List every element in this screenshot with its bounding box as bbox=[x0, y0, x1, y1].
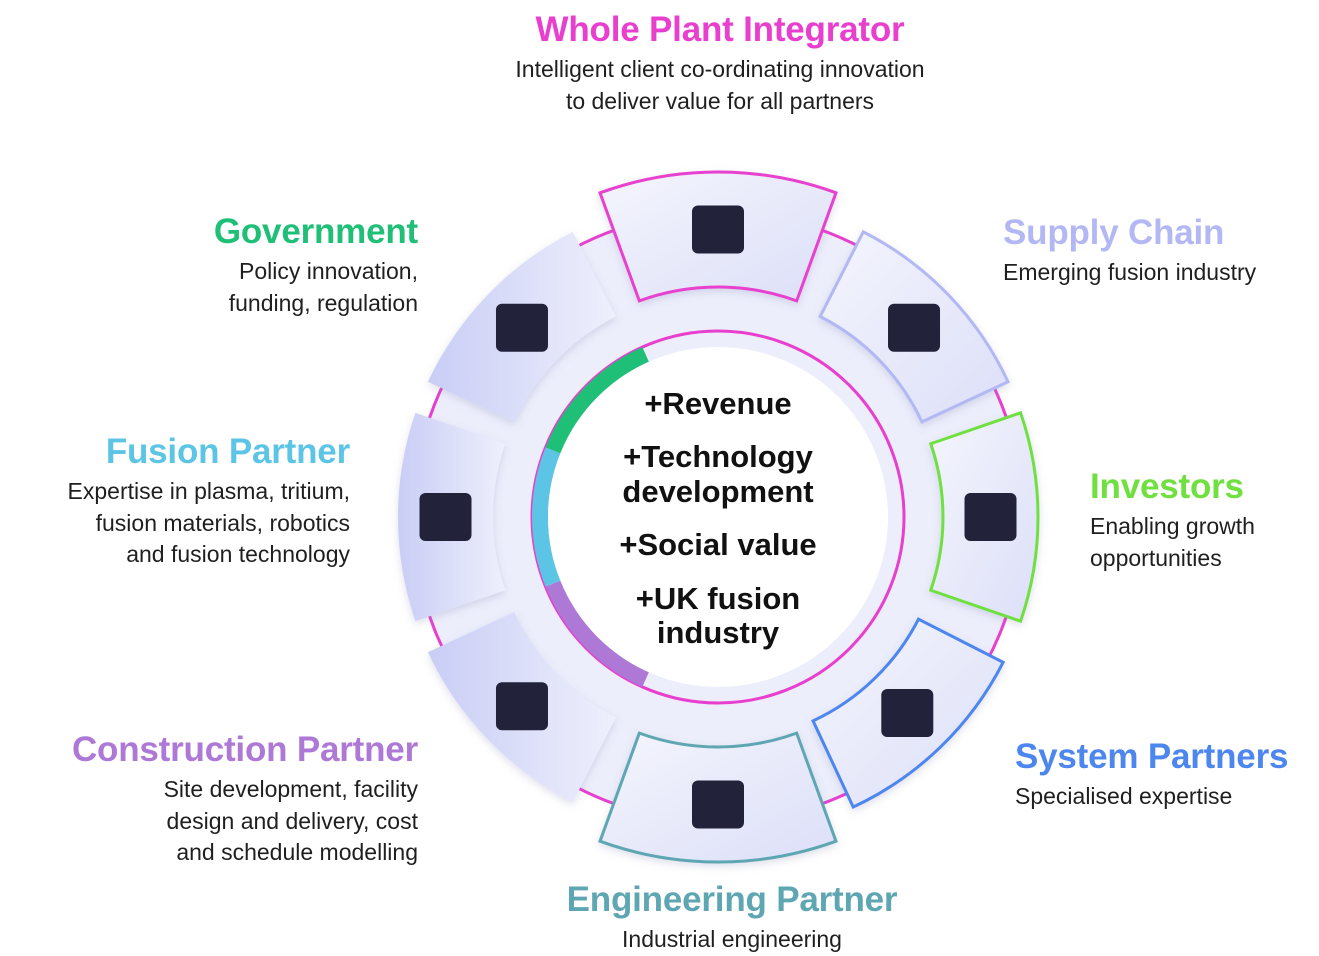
gear-wrench-icon bbox=[692, 780, 744, 829]
system-partners-title: System Partners bbox=[1015, 737, 1289, 776]
fusion-star-icon bbox=[419, 493, 472, 541]
government-desc-1: Policy innovation, bbox=[239, 258, 418, 285]
benefit-uk-fusion: +UK fusion bbox=[636, 581, 800, 616]
engineering-partner-label: Engineering Partner Industrial engineeri… bbox=[532, 880, 932, 956]
construction-partner-inner-arc bbox=[545, 580, 649, 687]
fusion-partner-title: Fusion Partner bbox=[105, 432, 350, 471]
whole-plant-integrator-title: Whole Plant Integrator bbox=[535, 10, 905, 49]
government-building-icon bbox=[495, 303, 548, 352]
whole-plant-integrator-desc-2: to deliver value for all partners bbox=[565, 87, 875, 114]
benefit-revenue: +Revenue bbox=[644, 386, 791, 421]
investors-desc-2: opportunities bbox=[1090, 544, 1222, 571]
supply-chain-label: Supply Chain Emerging fusion industry bbox=[1003, 213, 1313, 289]
reactor-plant-icon bbox=[692, 205, 744, 254]
money-stack-icon bbox=[964, 493, 1017, 541]
benefit-uk-fusion-cont: industry bbox=[657, 615, 780, 650]
share-nodes-icon bbox=[881, 689, 934, 738]
system-partners-desc: Specialised expertise bbox=[1015, 783, 1233, 810]
government-desc-2: funding, regulation bbox=[228, 289, 418, 316]
system-partners-label: System Partners Specialised expertise bbox=[1015, 737, 1315, 813]
fusion-partner-inner-arc bbox=[532, 447, 561, 587]
investors-label: Investors Enabling growth opportunities bbox=[1090, 467, 1315, 574]
factory-truck-icon bbox=[888, 303, 941, 352]
government-inner-arc bbox=[545, 347, 649, 454]
government-title: Government bbox=[213, 212, 418, 251]
construction-partner-title: Construction Partner bbox=[71, 730, 418, 769]
supply-chain-title: Supply Chain bbox=[1003, 213, 1225, 252]
fusion-partner-desc-1: Expertise in plasma, tritium, bbox=[67, 478, 350, 505]
fusion-partner-desc-3: and fusion technology bbox=[126, 541, 350, 568]
engineering-partner-title: Engineering Partner bbox=[566, 880, 898, 919]
fusion-partner-desc-2: fusion materials, robotics bbox=[95, 509, 350, 536]
supply-chain-desc: Emerging fusion industry bbox=[1003, 259, 1257, 286]
engineering-partner-desc: Industrial engineering bbox=[622, 926, 842, 953]
fusion-partner-label: Fusion Partner Expertise in plasma, trit… bbox=[5, 432, 351, 571]
whole-plant-integrator-desc-1: Intelligent client co-ordinating innovat… bbox=[515, 56, 925, 83]
construction-partner-desc-2: design and delivery, cost bbox=[166, 807, 418, 834]
government-label: Government Policy innovation, funding, r… bbox=[100, 212, 418, 319]
center-circle bbox=[548, 347, 888, 687]
investors-desc-1: Enabling growth bbox=[1090, 513, 1255, 540]
benefit-technology: +Technology bbox=[623, 439, 814, 474]
hard-hat-icon bbox=[495, 682, 548, 731]
benefit-social-value: +Social value bbox=[619, 527, 816, 562]
construction-partner-label: Construction Partner Site development, f… bbox=[20, 730, 418, 869]
construction-partner-desc-3: and schedule modelling bbox=[176, 839, 418, 866]
investors-title: Investors bbox=[1090, 467, 1244, 506]
construction-partner-desc-1: Site development, facility bbox=[163, 776, 418, 803]
benefit-technology-cont: development bbox=[622, 474, 813, 509]
whole-plant-integrator-label: Whole Plant Integrator Intelligent clien… bbox=[420, 10, 1020, 117]
